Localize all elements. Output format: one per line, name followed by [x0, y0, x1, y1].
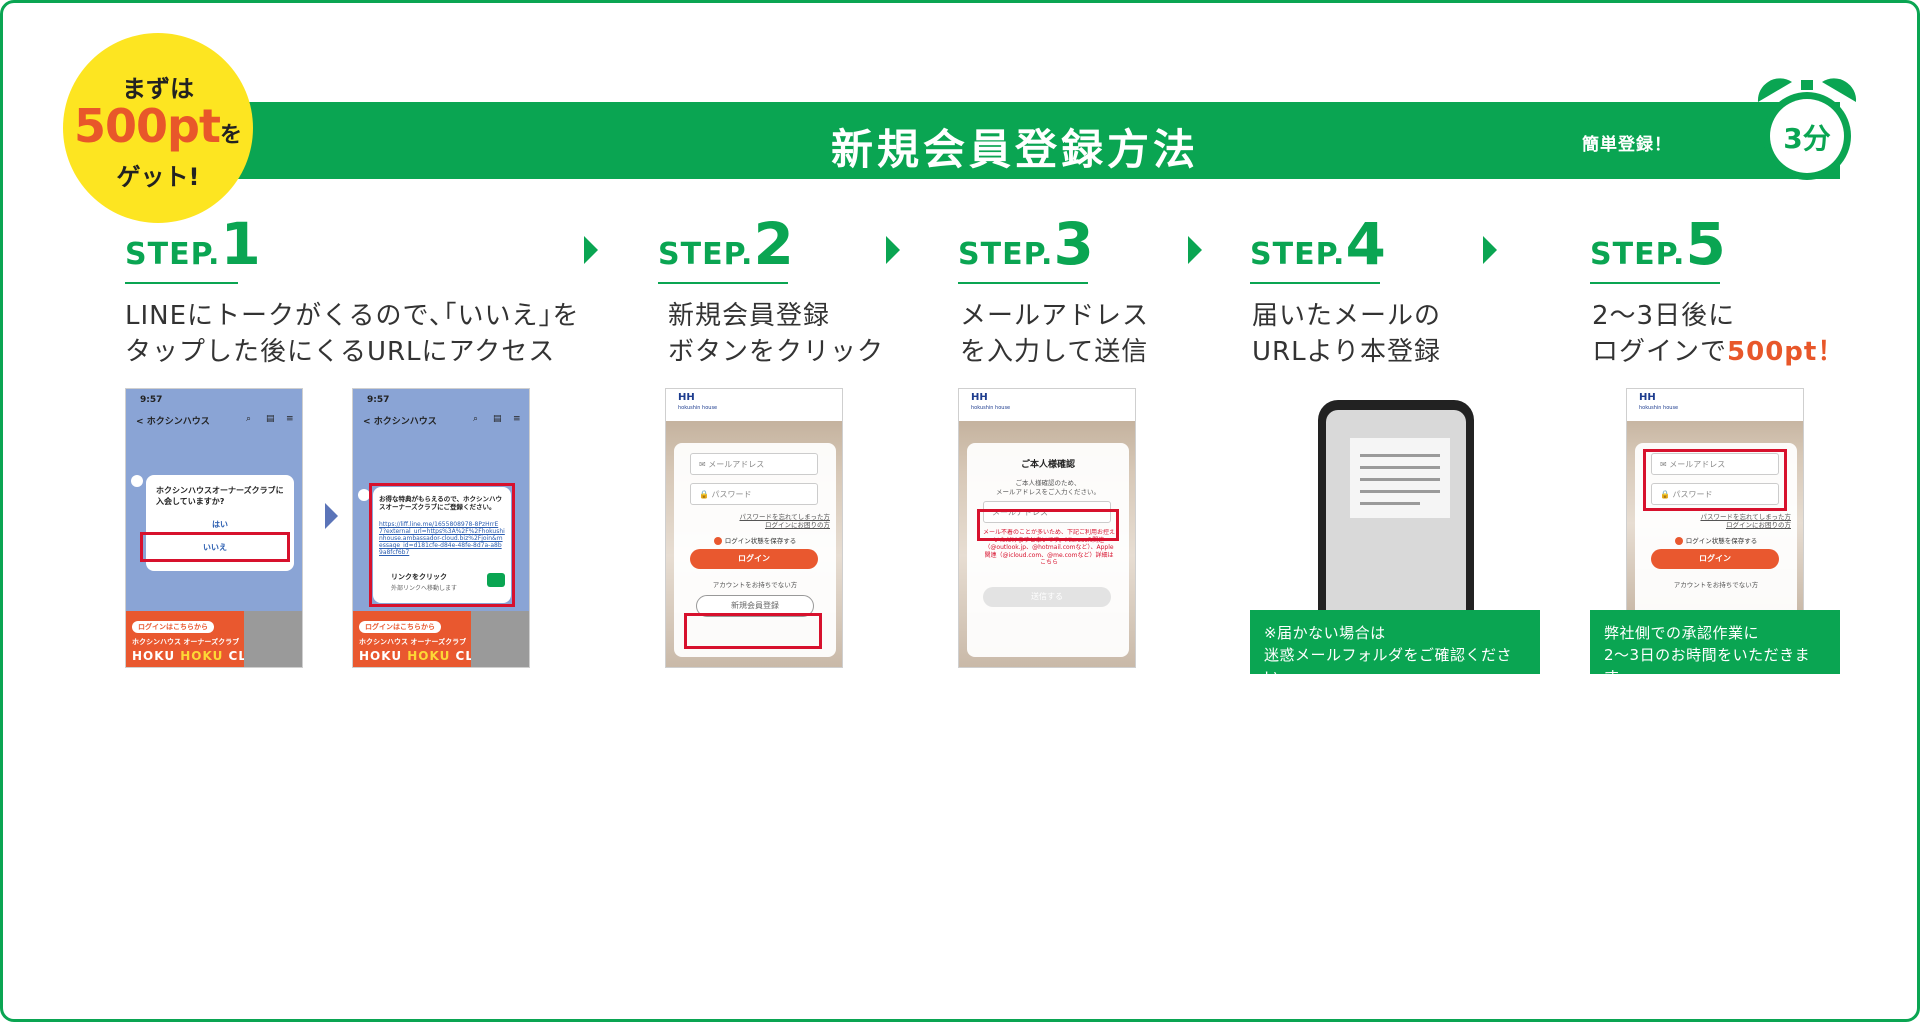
step2-underline: [658, 282, 788, 284]
house-icon: [487, 573, 505, 587]
note-icon: ▤: [493, 414, 502, 424]
menu-icon: ≡: [513, 414, 521, 424]
credentials-highlight: [1643, 449, 1787, 511]
badge-points: 500pt: [74, 99, 221, 153]
line-chat-screenshot-1: 9:57 < ホクシンハウス ⌕ ▤ ≡ ホクシンハウスオーナーズクラブに入会し…: [125, 388, 303, 668]
chat-name: < ホクシンハウス: [136, 417, 210, 427]
email-field[interactable]: ✉ メールアドレス: [690, 453, 818, 475]
step1-underline: [125, 282, 238, 284]
password-field[interactable]: 🔒 パスワード: [1651, 483, 1779, 505]
login-card: ✉ メールアドレス 🔒 パスワード パスワードを忘れてしまった方 ログインにお困…: [1635, 443, 1797, 613]
register-button[interactable]: 新規会員登録: [696, 595, 814, 617]
alarm-clock-icon: 3分: [1752, 74, 1862, 186]
step2-description: 新規会員登録ボタンをクリック: [668, 301, 885, 367]
club-banner: ログインはこちらから ホクシンハウス オーナーズクラブ HOKU HOKU CL…: [126, 611, 302, 667]
smartphone-illustration: [1318, 400, 1474, 612]
password-field[interactable]: 🔒 パスワード: [690, 483, 818, 505]
club-banner: ログインはこちらから ホクシンハウス オーナーズクラブ HOKU HOKU CL…: [353, 611, 529, 667]
chat-name: < ホクシンハウス: [363, 417, 437, 427]
keep-login-checkbox[interactable]: ログイン状態を保存する: [1635, 535, 1797, 545]
question-bubble: ホクシンハウスオーナーズクラブに入会していますか? はい: [146, 475, 294, 571]
arrow-right-icon: [886, 236, 900, 264]
email-highlight: [977, 509, 1119, 541]
step4-note: ※届かない場合は迷惑メールフォルダをご確認ください。: [1250, 610, 1540, 686]
search-icon: ⌕: [246, 414, 252, 424]
liff-link[interactable]: https://liff.line.me/1655808978-8PzHrrE7…: [379, 521, 505, 556]
step5-description: 2〜3日後にログインで500pt！: [1592, 301, 1845, 367]
login-button[interactable]: ログイン: [1651, 549, 1779, 569]
keep-login-checkbox[interactable]: ログイン状態を保存する: [674, 535, 836, 545]
step3-description: メールアドレスを入力して送信: [960, 301, 1150, 367]
page-title: 新規会員登録方法: [830, 125, 1199, 174]
badge-line3: ゲット!: [116, 163, 200, 191]
header-banner: 新規会員登録方法 簡単登録！: [190, 102, 1840, 179]
step5-heading: STEP.5: [1590, 210, 1726, 278]
link-highlight: [369, 483, 515, 607]
badge-suffix: を: [219, 123, 242, 148]
email-field[interactable]: ✉ メールアドレス: [1651, 453, 1779, 475]
step4-heading: STEP.4: [1250, 210, 1386, 278]
arrow-right-icon: [1188, 236, 1202, 264]
login-button[interactable]: ログイン: [690, 549, 818, 569]
link-bubble: お得な特典がもらえるので、ホクシンハウスオーナーズクラブにご登録ください。 ht…: [373, 487, 511, 603]
points-badge: まずは 500ptを ゲット!: [63, 33, 253, 223]
login-card: ✉ メールアドレス 🔒 パスワード パスワードを忘れてしまった方 ログインにお困…: [674, 443, 836, 657]
step3-underline: [958, 282, 1088, 284]
step4-underline: [1250, 282, 1380, 284]
email-field[interactable]: メールアドレス: [983, 501, 1111, 523]
arrow-right-icon: [584, 236, 598, 264]
step1-heading: STEP.1: [125, 210, 261, 278]
menu-icon: ≡: [286, 414, 294, 424]
avatar: [358, 489, 370, 501]
badge-points-line: 500ptを: [63, 99, 253, 153]
step5-underline: [1590, 282, 1720, 284]
step1-description: LINEにトークがくるので､｢いいえ｣をタップした後にくるURLにアクセス: [125, 301, 580, 367]
line-chat-screenshot-2: 9:57 < ホクシンハウス ⌕ ▤ ≡ お得な特典がもらえるので、ホクシンハウ…: [352, 388, 530, 668]
search-icon: ⌕: [473, 414, 479, 424]
mail-document-icon: [1350, 438, 1450, 518]
step3-heading: STEP.3: [958, 210, 1094, 278]
register-highlight: [684, 613, 822, 649]
step2-heading: STEP.2: [658, 210, 794, 278]
badge-line1: まずは: [122, 75, 194, 103]
arrow-right-icon: [1483, 236, 1497, 264]
no-button-highlight[interactable]: いいえ: [140, 532, 290, 562]
minutes-label: 3分: [1783, 122, 1831, 155]
confirm-card: ご本人様確認 ご本人様確認のため、 メールアドレスをご入力ください。 メールアド…: [967, 443, 1129, 657]
avatar: [131, 475, 143, 487]
easy-registration-label: 簡単登録！: [1582, 135, 1672, 155]
send-button[interactable]: 送信する: [983, 587, 1111, 607]
arrow-right-icon: [325, 503, 338, 529]
note-icon: ▤: [266, 414, 275, 424]
